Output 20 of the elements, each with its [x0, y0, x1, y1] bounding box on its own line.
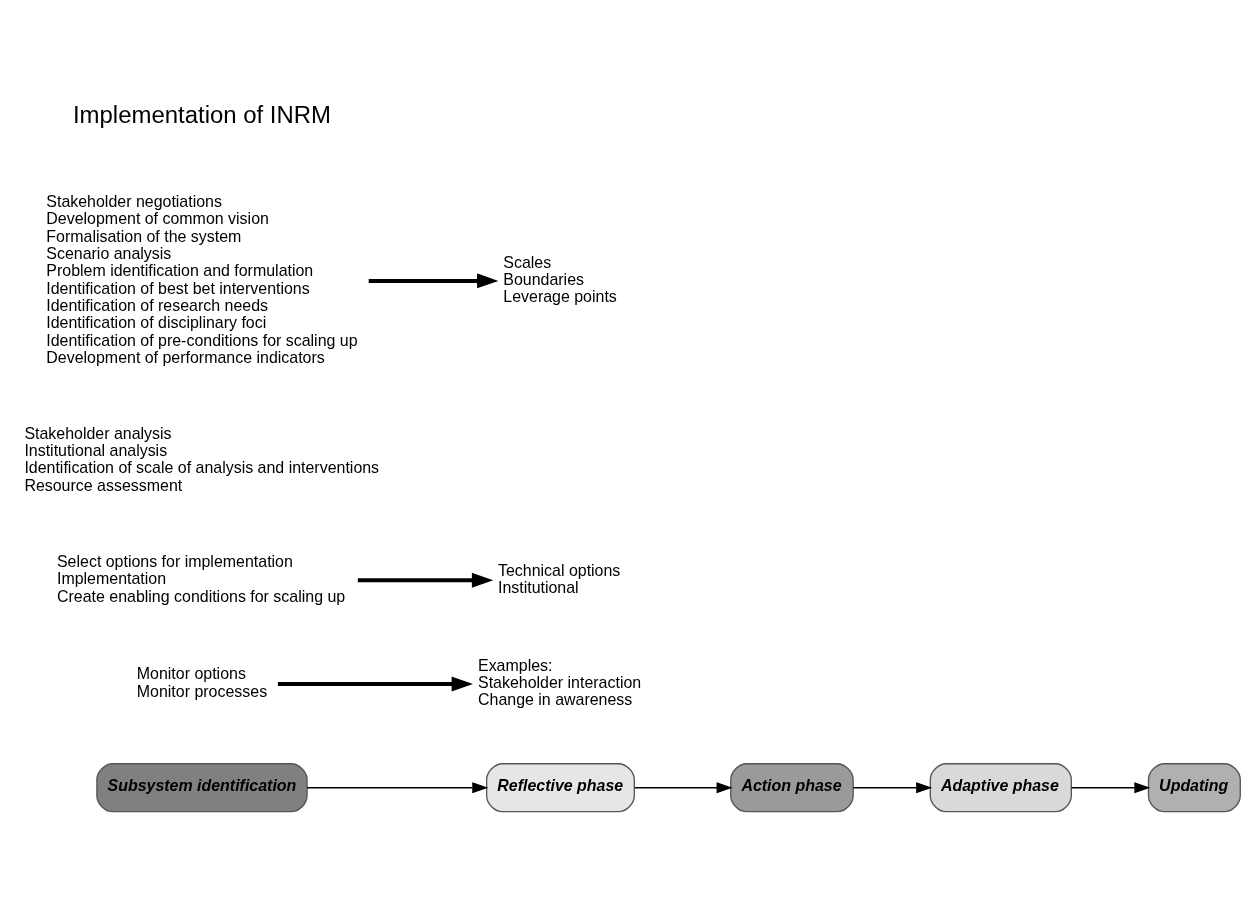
arrow [357, 572, 494, 588]
arrow [852, 781, 933, 793]
arrow [368, 272, 499, 288]
node-text: Stakeholder negotiations Development of common vision Formalisation of the system Scenario analysis Problem identification and formulation Identification of best bet interventions Identification of research needs Identification of disciplinary foci Identification of pre-conditions for scaling up Development of performance indicators [46, 192, 358, 366]
node-box: Reflective phase [486, 762, 635, 812]
arrow [1070, 781, 1151, 793]
node-box: Adaptive phase [929, 762, 1072, 812]
node-text: Stakeholder analysis Institutional analysis Identification of scale of analysis and interventions Resource assessment [24, 424, 380, 494]
label: Implementation of INRM [72, 100, 332, 128]
node-text: Select options for implementation Implementation Create enabling conditions for scaling up [56, 552, 346, 605]
node-text: Monitor options Monitor processes [136, 664, 268, 700]
node-box: Updating [1147, 762, 1241, 812]
node-text: Technical options Institutional [497, 561, 621, 596]
arrow [306, 781, 489, 793]
arrow [634, 781, 733, 793]
node-text: Examples: Stakeholder interaction Change in awareness [478, 656, 642, 708]
node-text: Scales Boundaries Leverage points [503, 253, 617, 305]
node-box: Subsystem identification [96, 762, 308, 812]
arrow [277, 676, 473, 691]
node-box: Action phase [730, 762, 854, 812]
